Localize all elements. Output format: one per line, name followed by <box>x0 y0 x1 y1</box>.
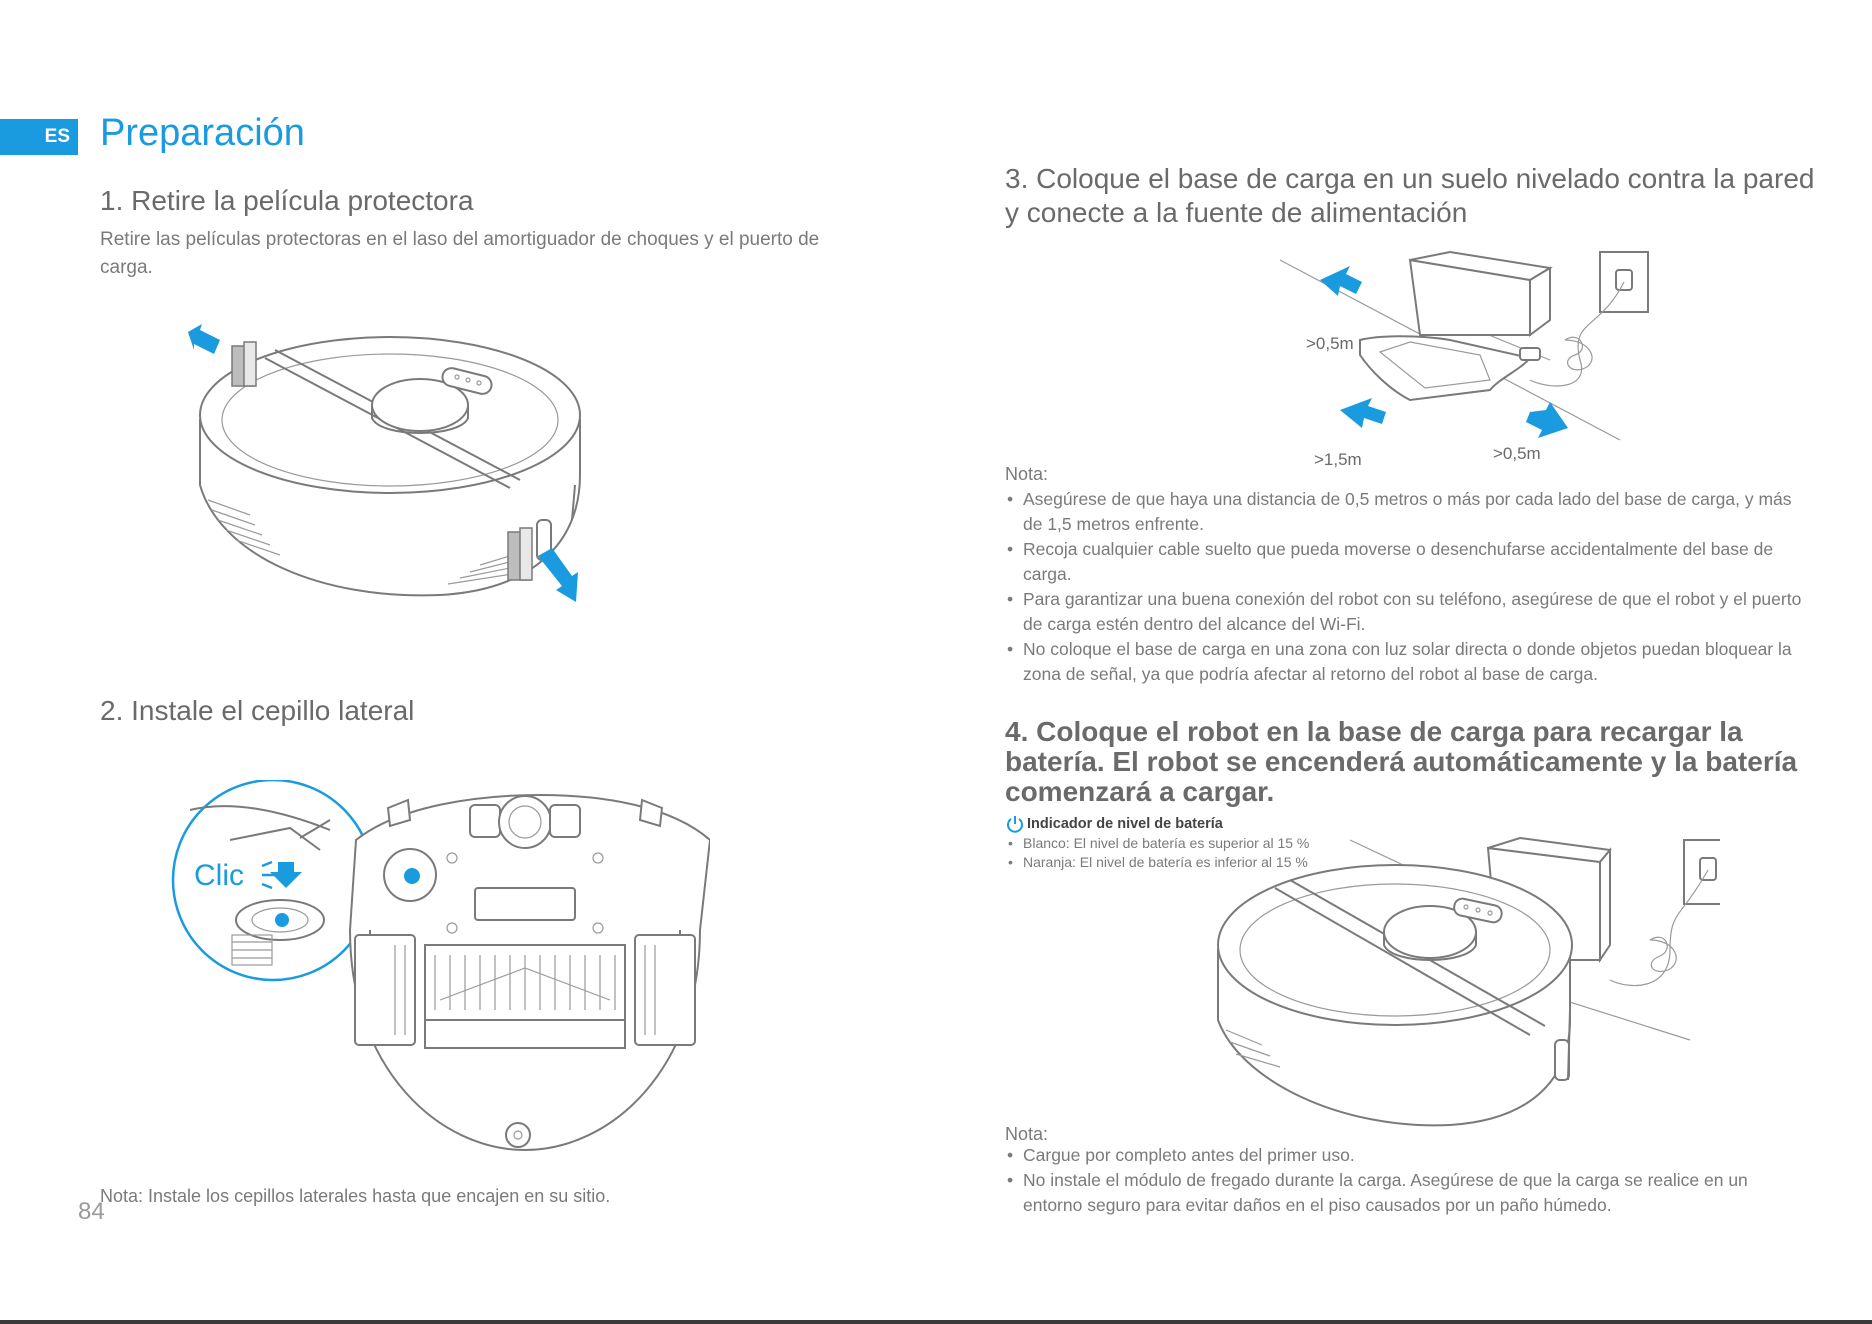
list-item: No coloque el base de carga en una zona … <box>1005 637 1805 687</box>
step3-heading: 3. Coloque el base de carga en un suelo … <box>1005 163 1815 228</box>
dock-placement-illustration <box>1279 250 1649 441</box>
list-item: No instale el módulo de fregado durante … <box>1005 1168 1805 1218</box>
arrow-down-icon <box>270 862 302 888</box>
robot-film-illustration <box>188 324 581 602</box>
step2-heading: 2. Instale el cepillo lateral <box>100 695 415 726</box>
page-number: 84 <box>78 1198 105 1225</box>
list-item: Recoja cualquier cable suelto que pueda … <box>1005 537 1805 587</box>
list-item: Para garantizar una buena conexión del r… <box>1005 587 1805 637</box>
step1-text: Retire las películas protectoras en el l… <box>100 229 820 278</box>
language-badge: ES <box>0 119 78 155</box>
arrow-icon <box>188 324 220 354</box>
step3-notes: Asegúrese de que haya una distancia de 0… <box>1005 487 1805 687</box>
distance-front: >1,5m <box>1314 450 1362 469</box>
arrow-front-icon <box>1340 398 1386 428</box>
list-item: Cargue por completo antes del primer uso… <box>1005 1143 1805 1168</box>
clic-label: Clic <box>194 859 244 892</box>
page-title: Preparación <box>100 112 305 154</box>
arrow-left-icon <box>1320 266 1362 296</box>
battery-indicator-list: Blanco: El nivel de batería es superior … <box>1005 834 1309 872</box>
distance-side-right: >0,5m <box>1493 444 1541 463</box>
battery-indicator-label: Indicador de nivel de batería <box>1027 816 1223 832</box>
side-brush-illustration: Clic <box>171 780 710 1152</box>
distance-side-left: >0,5m <box>1306 334 1354 353</box>
step4-note-label: Nota: <box>1005 1124 1049 1144</box>
step4-notes: Cargue por completo antes del primer uso… <box>1005 1143 1805 1218</box>
list-item: Asegúrese de que haya una distancia de 0… <box>1005 487 1805 537</box>
list-item: Naranja: El nivel de batería es inferior… <box>1005 853 1309 872</box>
list-item: Blanco: El nivel de batería es superior … <box>1005 834 1309 853</box>
step1-heading: 1. Retire la película protectora <box>100 185 474 216</box>
bottom-rule <box>0 1320 1872 1324</box>
step3-note-label: Nota: <box>1005 464 1049 484</box>
arrow-right-icon <box>1526 402 1568 438</box>
power-icon <box>1007 816 1023 833</box>
arrow-icon <box>538 548 578 602</box>
step2-note: Nota: Instale los cepillos laterales has… <box>100 1186 611 1206</box>
step4-heading: 4. Coloque el robot en la base de carga … <box>1005 716 1798 807</box>
battery-indicator-title: Indicador de nivel de batería <box>1005 814 1223 834</box>
robot-docked-illustration <box>1217 836 1720 1127</box>
